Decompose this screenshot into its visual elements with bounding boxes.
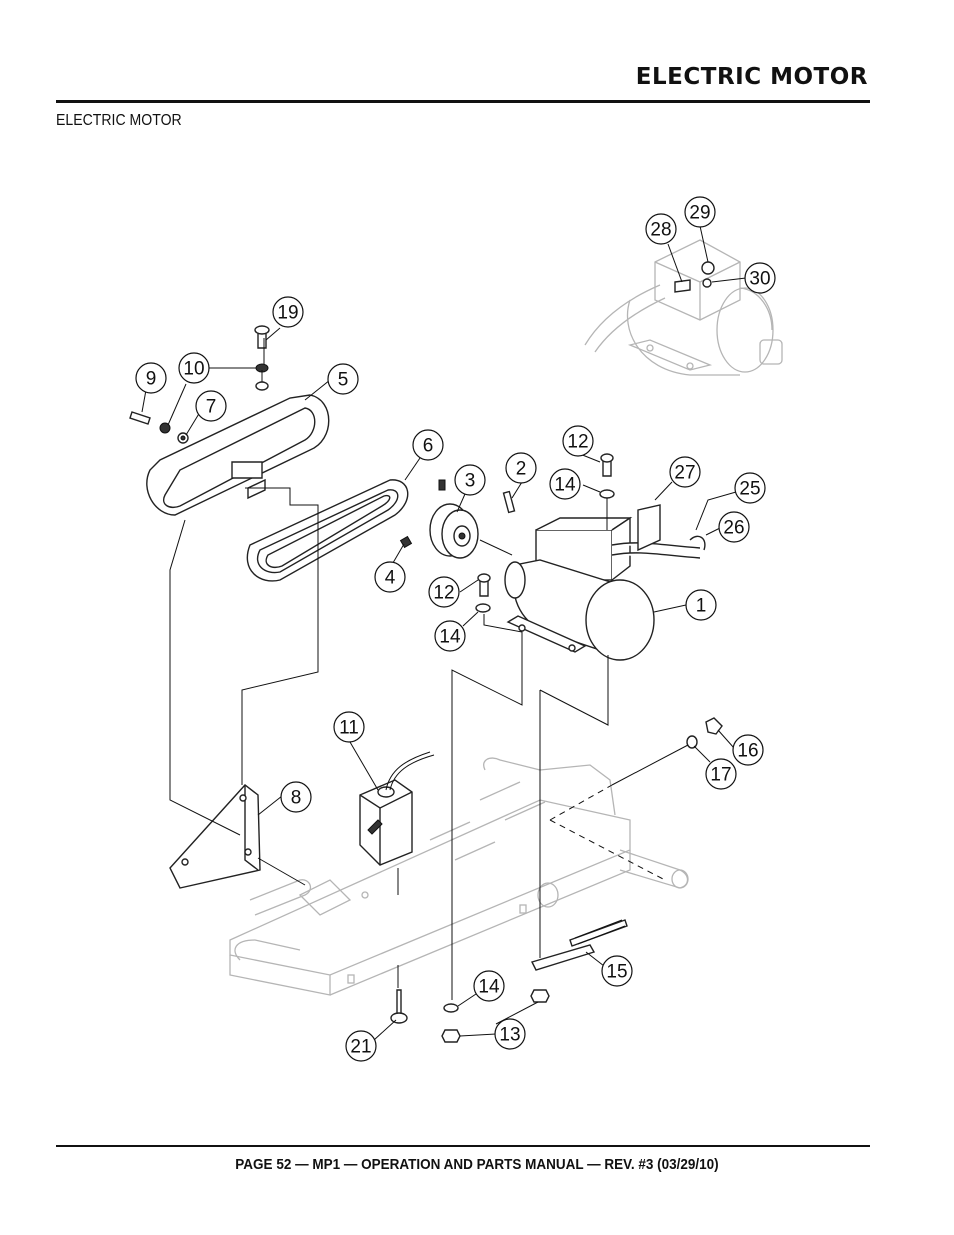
pulley-part-3	[399, 479, 516, 559]
svg-text:26: 26	[723, 518, 744, 539]
svg-text:27: 27	[674, 463, 695, 484]
callout-3: 3	[454, 464, 486, 496]
svg-text:6: 6	[423, 436, 434, 457]
svg-text:9: 9	[146, 369, 157, 390]
callout-4: 4	[374, 561, 406, 593]
svg-text:14: 14	[554, 475, 576, 496]
page-header-title: ELECTRIC MOTOR	[635, 64, 868, 90]
svg-text:17: 17	[710, 765, 731, 786]
callout-8: 8	[280, 781, 312, 813]
callout-28: 28	[645, 213, 677, 245]
svg-text:12: 12	[567, 432, 588, 453]
svg-text:11: 11	[339, 718, 359, 739]
callout-5: 5	[327, 363, 359, 395]
callout-15: 15	[601, 955, 633, 987]
callout-29: 29	[684, 196, 716, 228]
callout-14-lower: 14	[473, 970, 505, 1002]
inset-motor-view	[584, 239, 783, 376]
callout-26: 26	[718, 511, 750, 543]
callout-27: 27	[669, 456, 701, 488]
callout-12-upper: 12	[562, 425, 594, 457]
callout-30: 30	[744, 262, 776, 294]
electric-motor-part-1	[504, 504, 706, 661]
callout-6: 6	[412, 429, 444, 461]
page-footer: PAGE 52 — MP1 — OPERATION AND PARTS MANU…	[235, 1156, 719, 1173]
svg-text:15: 15	[606, 962, 627, 983]
svg-text:29: 29	[689, 203, 710, 224]
section-subtitle: ELECTRIC MOTOR	[56, 112, 182, 129]
svg-text:28: 28	[650, 220, 671, 241]
callout-14-upper: 14	[549, 468, 581, 500]
svg-text:14: 14	[439, 627, 461, 648]
callout-16: 16	[732, 734, 764, 766]
svg-text:14: 14	[478, 977, 500, 998]
svg-text:10: 10	[183, 359, 204, 380]
svg-text:1: 1	[696, 596, 707, 617]
mounting-bracket-part-8	[169, 784, 261, 889]
callout-13: 13	[494, 1018, 526, 1050]
v-belt-part-6	[246, 479, 409, 582]
belt-guard-hardware	[129, 325, 270, 444]
svg-text:13: 13	[499, 1025, 520, 1046]
footer-divider	[56, 1145, 870, 1147]
svg-text:12: 12	[433, 583, 454, 604]
callout-14-middle: 14	[434, 620, 466, 652]
callout-25: 25	[734, 472, 766, 504]
callout-17: 17	[705, 758, 737, 790]
callout-9: 9	[135, 362, 167, 394]
svg-text:7: 7	[206, 397, 217, 418]
callout-2: 2	[505, 452, 537, 484]
callout-19: 19	[272, 296, 304, 328]
header-divider	[56, 100, 870, 103]
svg-text:21: 21	[350, 1037, 371, 1058]
svg-text:16: 16	[737, 741, 758, 762]
callout-11: 11	[333, 711, 365, 743]
lower-hardware	[390, 453, 723, 1043]
svg-text:3: 3	[465, 471, 476, 492]
svg-text:8: 8	[291, 788, 302, 809]
svg-text:19: 19	[277, 303, 298, 324]
callout-12-lower: 12	[428, 576, 460, 608]
switch-box-part-11	[359, 751, 435, 866]
assembly-lines	[169, 338, 689, 1000]
callout-21: 21	[345, 1030, 377, 1062]
svg-text:4: 4	[385, 568, 396, 589]
callout-leaders	[141, 225, 747, 1041]
callout-10: 10	[178, 352, 210, 384]
tension-rod-part-15	[530, 919, 628, 971]
callout-7: 7	[195, 390, 227, 422]
svg-text:25: 25	[739, 479, 760, 500]
belt-guard-part-5	[146, 394, 330, 516]
svg-text:5: 5	[338, 370, 349, 391]
callout-1: 1	[685, 589, 717, 621]
svg-text:2: 2	[516, 459, 527, 480]
svg-text:30: 30	[749, 269, 770, 290]
